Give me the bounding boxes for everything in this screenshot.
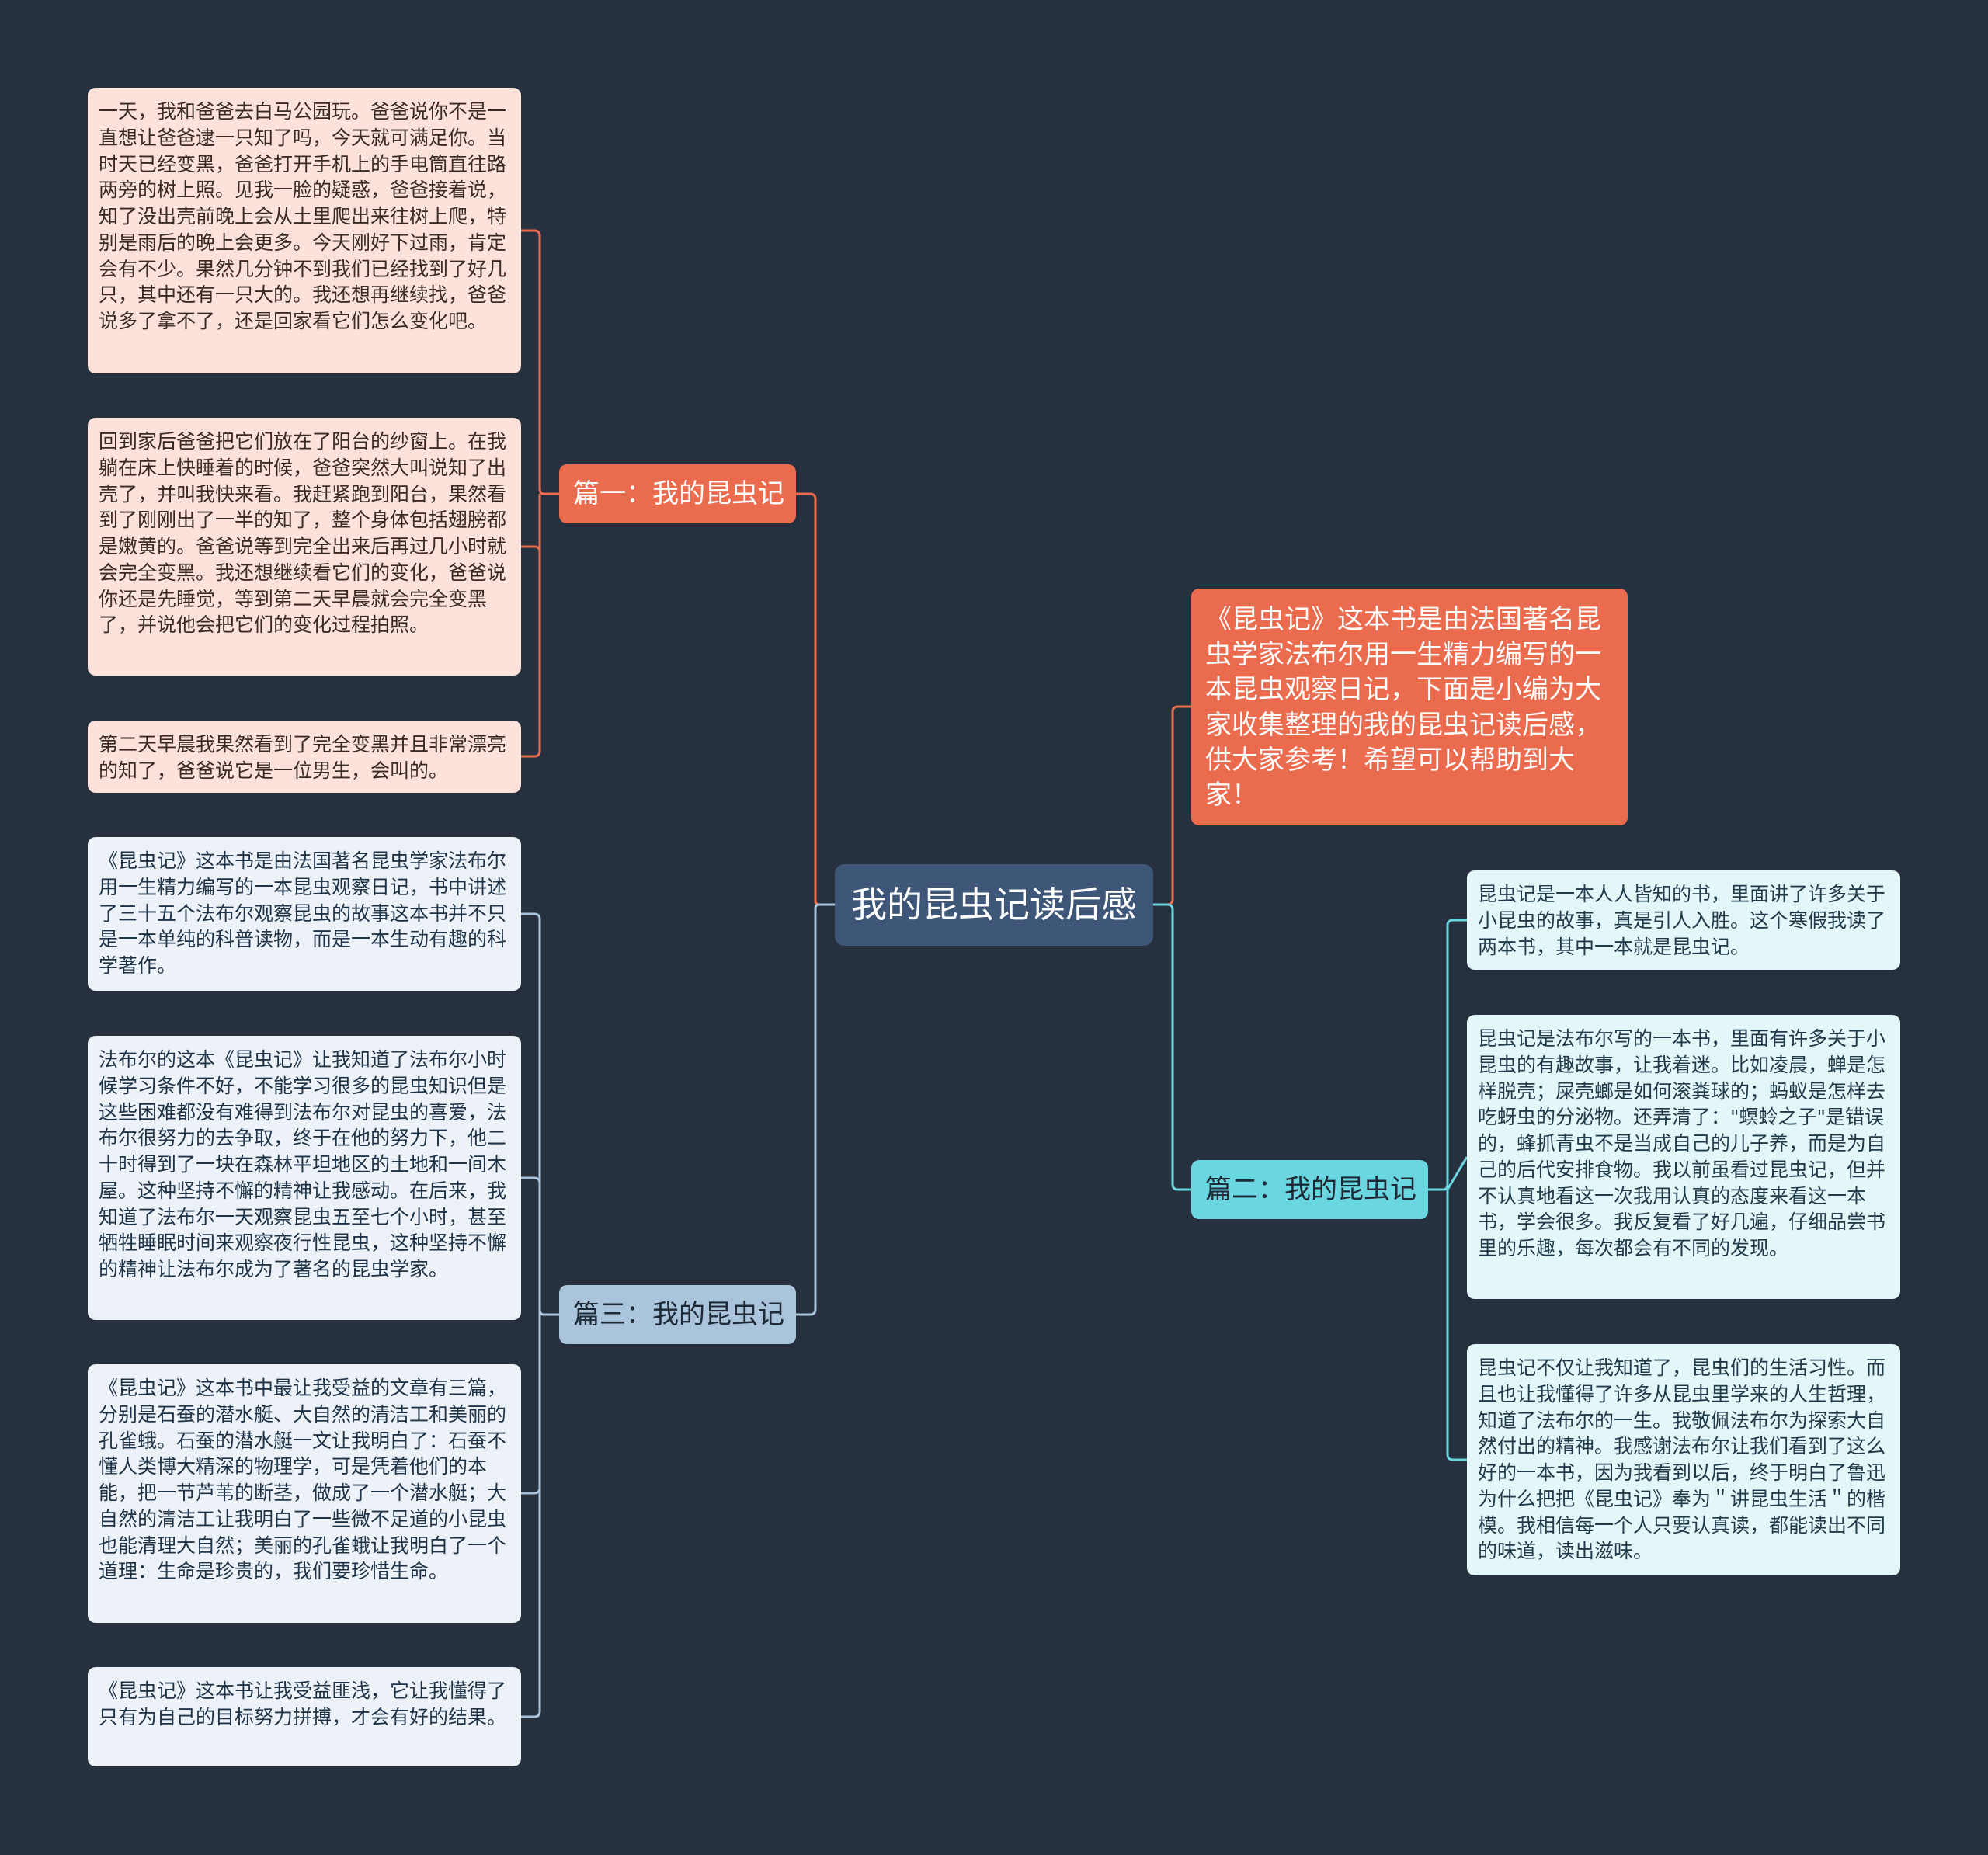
leaf-text: 《昆虫记》这本书中最让我受益的文章有三篇，分别是石蚕的潜水艇、大自然的清洁工和美… <box>99 1377 507 1583</box>
branch-node-3[interactable]: 篇三：我的昆虫记 <box>559 1285 796 1344</box>
root-title: 我的昆虫记读后感 <box>851 884 1137 926</box>
branch-label: 篇一：我的昆虫记 <box>573 478 784 509</box>
leaf-text: 《昆虫记》这本书是由法国著名昆虫学家法布尔用一生精力编写的一本昆虫观察日记，书中… <box>99 849 507 977</box>
link-b3-l2 <box>521 1176 541 1315</box>
branch-label: 篇三：我的昆虫记 <box>573 1298 784 1330</box>
link-b3-l4 <box>521 1315 541 1718</box>
link-b2-r3 <box>1446 1190 1467 1461</box>
leaf-text: 第二天早晨我果然看到了完全变黑并且非常漂亮的知了，爸爸说它是一位男生，会叫的。 <box>99 733 507 782</box>
link-b3-l1 <box>521 912 559 1316</box>
branch-node-1[interactable]: 篇一：我的昆虫记 <box>559 464 796 523</box>
link-root-b3 <box>796 903 835 1316</box>
leaf-node-b3-3[interactable]: 《昆虫记》这本书中最让我受益的文章有三篇，分别是石蚕的潜水艇、大自然的清洁工和美… <box>88 1364 521 1623</box>
leaf-node-b3-4[interactable]: 《昆虫记》这本书让我受益匪浅，它让我懂得了只有为自己的目标努力拼搏，才会有好的结… <box>88 1667 521 1766</box>
link-b3-l3 <box>521 1315 541 1495</box>
leaf-node-b1-3[interactable]: 第二天早晨我果然看到了完全变黑并且非常漂亮的知了，爸爸说它是一位男生，会叫的。 <box>88 721 521 793</box>
link-root-b2 <box>1153 903 1191 1191</box>
leaf-node-b2-1[interactable]: 昆虫记是一本人人皆知的书，里面讲了许多关于小昆虫的故事，真是引人入胜。这个寒假我… <box>1467 870 1900 970</box>
leaf-text: 法布尔的这本《昆虫记》让我知道了法布尔小时候学习条件不好，不能学习很多的昆虫知识… <box>99 1048 507 1280</box>
link-root-b1 <box>796 492 835 906</box>
link-b1-l3 <box>521 494 541 758</box>
leaf-node-b3-1[interactable]: 《昆虫记》这本书是由法国著名昆虫学家法布尔用一生精力编写的一本昆虫观察日记，书中… <box>88 837 521 991</box>
link-b2-r1 <box>1428 919 1467 1191</box>
leaf-node-b2-3[interactable]: 昆虫记不仅让我知道了，昆虫们的生活习性。而且也让我懂得了许多从昆虫里学来的人生哲… <box>1467 1344 1900 1575</box>
leaf-text: 《昆虫记》这本书让我受益匪浅，它让我懂得了只有为自己的目标努力拼搏，才会有好的结… <box>99 1680 507 1728</box>
link-b1-l2 <box>521 494 541 553</box>
link-b2-r2 <box>1446 1156 1468 1190</box>
root-node[interactable]: 我的昆虫记读后感 <box>835 864 1153 946</box>
link-root-intro <box>1153 705 1191 906</box>
link-b1-l1 <box>521 229 559 495</box>
intro-text: 《昆虫记》这本书是由法国著名昆虫学家法布尔用一生精力编写的一本昆虫观察日记，下面… <box>1205 604 1601 811</box>
branch-label: 篇二：我的昆虫记 <box>1205 1173 1416 1205</box>
leaf-text: 回到家后爸爸把它们放在了阳台的纱窗上。在我躺在床上快睡着的时候，爸爸突然大叫说知… <box>99 430 507 637</box>
leaf-text: 昆虫记不仅让我知道了，昆虫们的生活习性。而且也让我懂得了许多从昆虫里学来的人生哲… <box>1478 1357 1886 1563</box>
leaf-node-b3-2[interactable]: 法布尔的这本《昆虫记》让我知道了法布尔小时候学习条件不好，不能学习很多的昆虫知识… <box>88 1036 521 1320</box>
leaf-text: 一天，我和爸爸去白马公园玩。爸爸说你不是一直想让爸爸逮一只知了吗，今天就可满足你… <box>99 100 507 332</box>
leaf-node-b1-1[interactable]: 一天，我和爸爸去白马公园玩。爸爸说你不是一直想让爸爸逮一只知了吗，今天就可满足你… <box>88 88 521 373</box>
leaf-node-b2-2[interactable]: 昆虫记是法布尔写的一本书，里面有许多关于小昆虫的有趣故事，让我着迷。比如凌晨，蝉… <box>1467 1015 1900 1299</box>
leaf-text: 昆虫记是法布尔写的一本书，里面有许多关于小昆虫的有趣故事，让我着迷。比如凌晨，蝉… <box>1478 1027 1886 1259</box>
leaf-node-b1-2[interactable]: 回到家后爸爸把它们放在了阳台的纱窗上。在我躺在床上快睡着的时候，爸爸突然大叫说知… <box>88 418 521 676</box>
branch-node-2[interactable]: 篇二：我的昆虫记 <box>1191 1160 1428 1219</box>
leaf-text: 昆虫记是一本人人皆知的书，里面讲了许多关于小昆虫的故事，真是引人入胜。这个寒假我… <box>1478 883 1886 958</box>
intro-node[interactable]: 《昆虫记》这本书是由法国著名昆虫学家法布尔用一生精力编写的一本昆虫观察日记，下面… <box>1191 589 1628 825</box>
